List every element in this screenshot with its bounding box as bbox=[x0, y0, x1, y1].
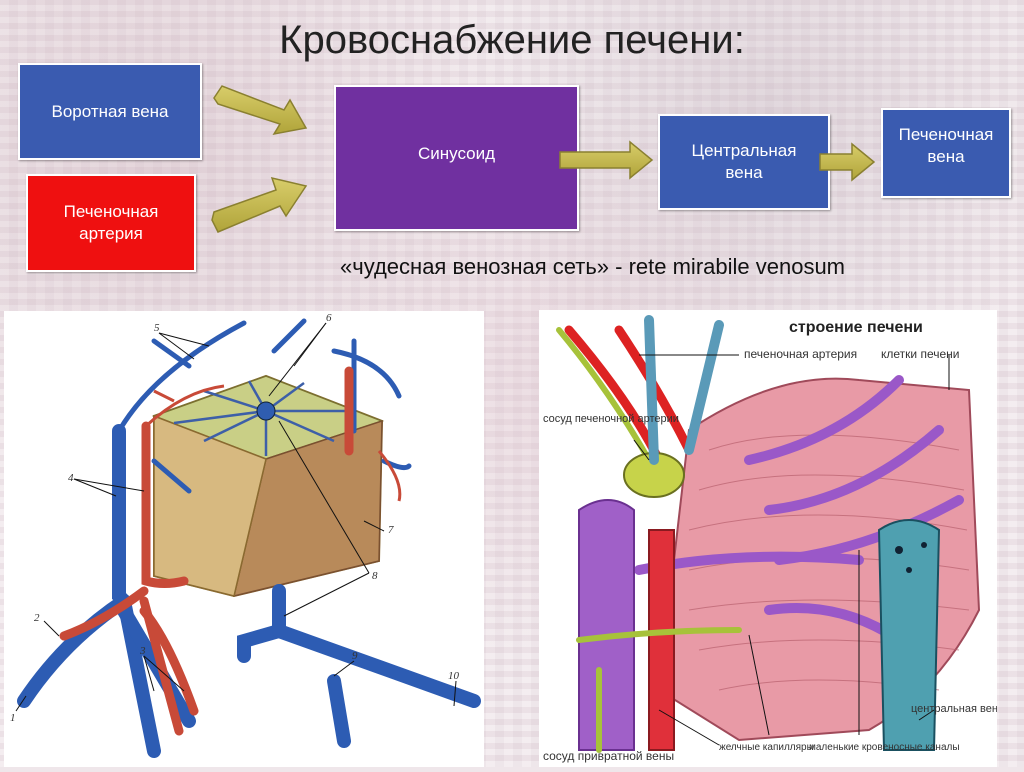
liver-structure-illustration: строение печени печеночная артерия клетк… bbox=[539, 310, 1005, 767]
arrow-portal-to-sinusoid bbox=[213, 85, 308, 136]
label-6: 6 bbox=[326, 312, 332, 324]
label-3: 3 bbox=[139, 645, 146, 657]
hepatic-vein-box: Печеночная вена bbox=[881, 108, 1011, 198]
label-small-channels: маленькие кровеносные каналы bbox=[809, 742, 960, 753]
portal-vein-box: Воротная вена bbox=[18, 63, 202, 160]
label-portal-vessel: сосуд привратной вены bbox=[543, 749, 674, 763]
central-vein-box: Центральная вена bbox=[658, 114, 830, 210]
central-vein-label: Центральная вена bbox=[691, 141, 797, 182]
sinusoid-box: Синусоид bbox=[334, 85, 579, 231]
label-central-vein: центральная вена bbox=[911, 703, 997, 715]
portal-vein-label: Воротная вена bbox=[51, 101, 169, 121]
sinusoid-label: Синусоид bbox=[417, 144, 496, 163]
page-title: Кровоснабжение печени: bbox=[279, 18, 745, 62]
label-1: 1 bbox=[10, 712, 16, 724]
arrow-artery-to-sinusoid bbox=[211, 176, 308, 233]
label-9: 9 bbox=[352, 650, 358, 662]
label-2: 2 bbox=[34, 612, 40, 624]
hepatic-vein-label: Печеночная вена bbox=[898, 125, 994, 166]
hepatic-artery-label: Печеночная артерия bbox=[63, 202, 159, 243]
arrow-central-to-hepatic bbox=[819, 142, 876, 182]
label-10: 10 bbox=[448, 670, 460, 682]
right-heading: строение печени bbox=[789, 319, 923, 336]
arrow-sinusoid-to-central bbox=[559, 140, 654, 180]
label-liver-cells: клетки печени bbox=[881, 347, 959, 361]
label-bile-capillaries: желчные капилляры bbox=[719, 742, 814, 753]
hepatic-artery-box: Печеночная артерия bbox=[26, 174, 196, 272]
label-hepatic-artery: печеночная артерия bbox=[744, 347, 857, 361]
label-5: 5 bbox=[154, 322, 160, 334]
label-8: 8 bbox=[372, 570, 378, 582]
flow-arrows bbox=[211, 85, 876, 233]
label-artery-vessel: сосуд печеночной артерии bbox=[543, 413, 679, 425]
lobule-illustration: 5 6 4 7 8 2 3 9 10 1 bbox=[4, 311, 484, 767]
label-4: 4 bbox=[68, 472, 74, 484]
label-7: 7 bbox=[388, 524, 394, 536]
subtitle: «чудесная венозная сеть» - rete mirabile… bbox=[340, 254, 846, 279]
